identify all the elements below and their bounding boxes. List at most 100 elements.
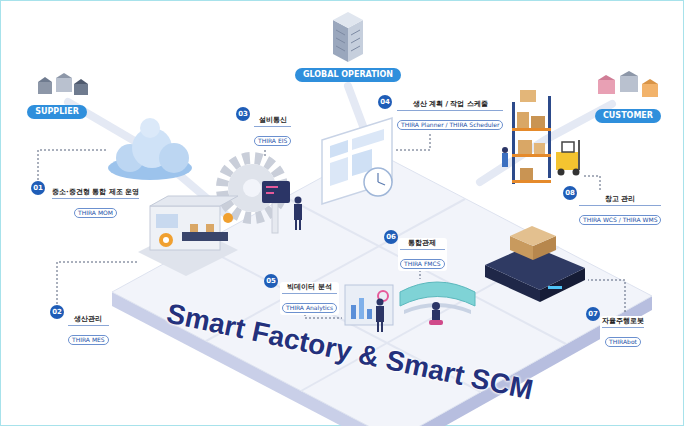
function-title: 설비통신 [254, 116, 291, 127]
art-rect [517, 112, 529, 128]
art-rect [367, 309, 372, 319]
art-polygon [642, 79, 658, 84]
art-line [377, 173, 378, 182]
art-rect [512, 128, 551, 131]
building [333, 12, 363, 62]
art-rect [432, 310, 440, 321]
art-rect [381, 322, 383, 332]
production-machine [138, 196, 238, 276]
art-circle [223, 213, 233, 223]
function-title: 통합관제 [400, 239, 445, 250]
analytics-screen [345, 285, 393, 332]
art-circle [243, 179, 261, 197]
art-polygon [112, 150, 652, 426]
art-line [351, 38, 360, 43]
product-name: THIRA MOM [74, 208, 117, 218]
art-rect [531, 116, 545, 128]
pill-label: SUPPLIER [35, 107, 79, 117]
art-polygon [333, 12, 363, 28]
art-path [396, 130, 430, 150]
location-pill: CUSTOMER [595, 109, 661, 123]
forklift [556, 140, 580, 176]
callout-number: 04 [378, 95, 392, 109]
art-circle [573, 169, 580, 176]
product-name: THIRA MES [68, 335, 109, 345]
callout-box: 생산관리THIRA MES [66, 314, 111, 347]
art-rect [266, 192, 274, 194]
art-circle [377, 299, 384, 306]
art-rect [299, 220, 301, 230]
art-rect [351, 305, 356, 319]
callout-number: 01 [31, 181, 45, 195]
art-path [583, 176, 600, 190]
art-path [57, 262, 138, 304]
location-pill: GLOBAL OPERATION [295, 68, 401, 82]
product-name: THIRA Planner / THIRA Scheduler [397, 120, 503, 130]
art-rect [262, 181, 290, 203]
callout-box: 자율주행로봇 THIRAbot [600, 316, 646, 349]
art-rect [620, 76, 638, 92]
warehouse-shelves [502, 90, 551, 184]
art-rect [38, 82, 52, 94]
planner-screen [322, 118, 392, 204]
art-rect [150, 206, 220, 250]
art-circle [502, 147, 508, 153]
art-rect [359, 298, 364, 319]
callout-number: 08 [563, 186, 577, 200]
cloud [108, 118, 192, 180]
art-circle [295, 197, 302, 204]
art-polygon [510, 226, 556, 246]
product-name: THIRAbot [605, 337, 641, 347]
art-circle [159, 143, 189, 173]
art-rect [502, 153, 508, 167]
art-rect [377, 322, 379, 332]
pill-label: GLOBAL OPERATION [303, 70, 393, 80]
art-polygon [620, 71, 638, 76]
art-rect [642, 84, 658, 97]
art-rect [182, 232, 228, 241]
art-polygon [330, 140, 348, 158]
art-rect [206, 224, 214, 232]
function-title: 창고 관리 [579, 195, 661, 206]
art-circle [558, 169, 565, 176]
callout-box: 설비통신THIRA EIS [252, 115, 293, 148]
art-polygon [56, 73, 72, 78]
product-name: THIRA Analytics [282, 303, 337, 313]
art-rect [295, 220, 297, 230]
art-rect [548, 286, 562, 289]
art-circle [163, 237, 169, 243]
art-rect [266, 186, 278, 188]
art-rect [548, 96, 551, 178]
art-rect [190, 224, 198, 232]
art-line [336, 38, 345, 43]
function-title: 빅데이터 분석 [282, 283, 337, 294]
callout-number: 07 [586, 307, 600, 321]
customer-icons [598, 71, 658, 97]
art-rect [294, 204, 302, 220]
agv-robot [485, 226, 585, 302]
pill-label: CUSTOMER [603, 111, 653, 121]
art-rect [376, 306, 384, 322]
art-polygon [330, 157, 348, 186]
art-polygon [38, 77, 52, 82]
callout-number: 02 [50, 305, 64, 319]
art-line [336, 30, 345, 35]
control-console [400, 282, 475, 325]
art-line [351, 30, 360, 35]
art-g [336, 30, 360, 51]
art-line [351, 46, 360, 51]
function-title: 자율주행로봇 [602, 317, 644, 328]
function-title: 중소·중견형 통합 제조 운영 [52, 188, 139, 199]
art-rect [56, 78, 72, 92]
art-rect [518, 140, 532, 154]
art-rect [345, 285, 393, 325]
art-polygon [352, 129, 384, 150]
art-polygon [74, 79, 88, 84]
product-name: THIRA WCS / THIRA WMS [579, 215, 661, 225]
art-rect [556, 152, 580, 170]
art-path [38, 150, 106, 180]
callout-box: 중소·중견형 통합 제조 운영 THIRA MOM [50, 187, 141, 220]
art-rect [562, 142, 574, 152]
callout-number: 05 [264, 274, 278, 288]
